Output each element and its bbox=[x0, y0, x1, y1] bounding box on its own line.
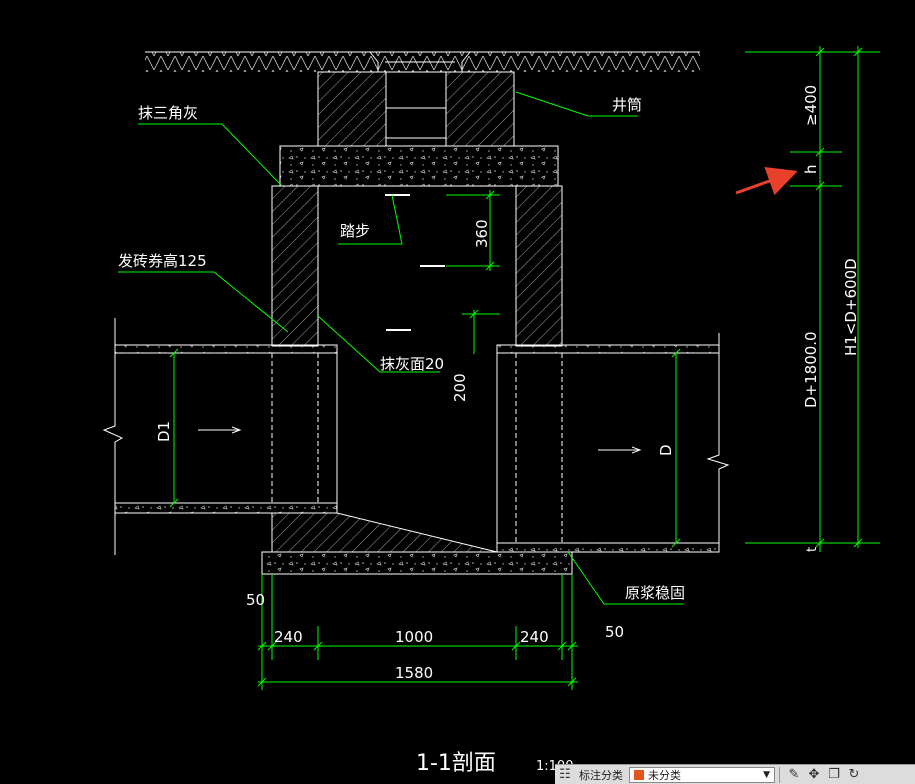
category-label: 标注分类 bbox=[579, 768, 623, 782]
flow-arrows bbox=[198, 426, 642, 454]
annotation-arrow bbox=[735, 166, 798, 196]
base-slab bbox=[261, 551, 573, 575]
cover-slab bbox=[279, 145, 559, 187]
dim-pipe-out: D bbox=[657, 348, 681, 548]
dim-t-text: t bbox=[805, 547, 820, 552]
benching bbox=[271, 512, 498, 553]
dim-wall-right-text: 240 bbox=[520, 628, 549, 646]
dim-total-height-text: H1<D+600D bbox=[842, 258, 860, 356]
dim-h-text: h bbox=[802, 164, 820, 174]
dim-step-spacing: 360 bbox=[446, 190, 500, 271]
dim-total-width-text: 1580 bbox=[395, 664, 433, 682]
label-plaster-face: 抹灰面20 bbox=[380, 355, 444, 373]
annotation-group-icon[interactable]: ☷ bbox=[559, 767, 571, 782]
edit-icon[interactable]: ✎ bbox=[788, 767, 800, 782]
dim-pipe-out-text: D bbox=[657, 444, 675, 456]
section-title: 1-1剖面 bbox=[416, 751, 496, 776]
label-triangle-plaster: 抹三角灰 bbox=[138, 104, 198, 122]
well-shaft bbox=[317, 71, 515, 147]
rotate-icon[interactable]: ↻ bbox=[848, 767, 860, 782]
category-value: 未分类 bbox=[648, 768, 681, 782]
dim-base-side-left-text: 50 bbox=[246, 591, 265, 609]
label-slurry: 原浆稳固 bbox=[625, 584, 685, 602]
label-step: 踏步 bbox=[340, 222, 370, 240]
category-swatch bbox=[634, 769, 644, 780]
dim-vertical-chain: ≥400 h D+1800.0 H1<D+600D t bbox=[745, 46, 880, 552]
chamber-walls bbox=[271, 185, 563, 347]
chevron-down-icon: ▼ bbox=[763, 769, 770, 780]
label-brick-arch: 发砖券高125 bbox=[118, 252, 207, 270]
dim-top-height-text: ≥400 bbox=[802, 85, 820, 126]
dim-mid-height-text: D+1800.0 bbox=[802, 331, 820, 408]
label-well-cylinder: 井筒 bbox=[612, 96, 642, 114]
break-lines bbox=[102, 318, 730, 555]
inlet-pipe bbox=[114, 344, 338, 514]
outlet-pipe bbox=[496, 344, 720, 553]
dim-pipe-in: D1 bbox=[155, 348, 179, 508]
dim-base-side-right-text: 50 bbox=[605, 623, 624, 641]
category-select[interactable]: 未分类 ▼ bbox=[629, 766, 775, 783]
dim-horizontal-chain: 50 50 240 1000 240 1580 bbox=[246, 574, 624, 690]
annotation-toolbar: ☷ 标注分类 未分类 ▼ ✎ ✥ ❐ ↻ bbox=[555, 764, 915, 784]
dim-pipe-in-text: D1 bbox=[155, 421, 173, 442]
toolbar-divider bbox=[779, 766, 780, 783]
step-rungs bbox=[385, 194, 445, 331]
move-icon[interactable]: ✥ bbox=[808, 767, 820, 782]
copy-icon[interactable]: ❐ bbox=[828, 767, 840, 782]
dim-inner-width-text: 1000 bbox=[395, 628, 433, 646]
dim-arch-height-text: 200 bbox=[451, 373, 469, 402]
leader-lines bbox=[118, 91, 684, 605]
dim-arch-height: 200 bbox=[451, 309, 500, 402]
dim-step-spacing-text: 360 bbox=[473, 219, 491, 248]
dim-wall-left-text: 240 bbox=[274, 628, 303, 646]
